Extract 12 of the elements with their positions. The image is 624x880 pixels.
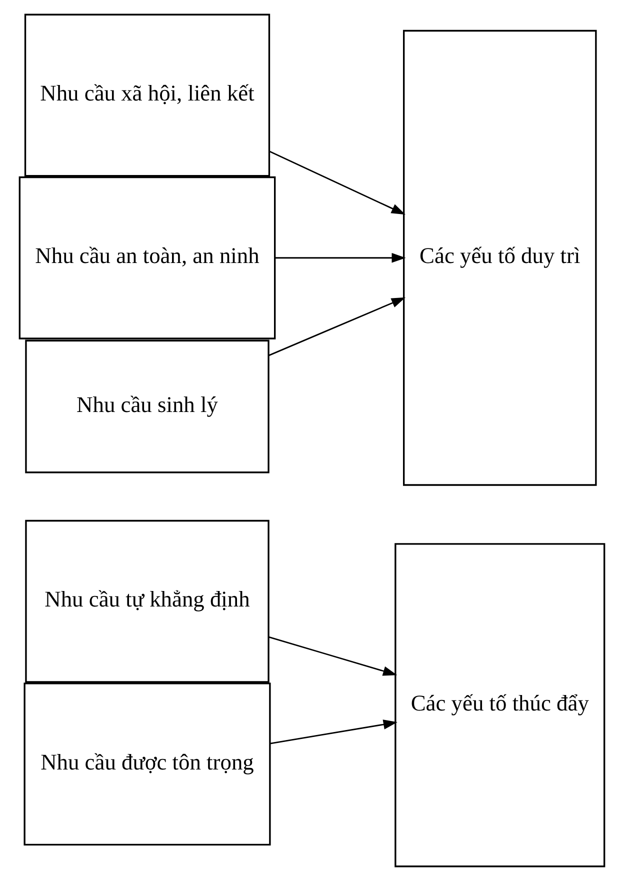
arrow <box>270 719 398 744</box>
node-box: Nhu cầu được tôn trọng <box>24 682 271 845</box>
node-box: Các yếu tố thúc đẩy <box>394 542 606 867</box>
arrow <box>269 150 406 214</box>
node-box: Các yếu tố duy trì <box>403 29 597 486</box>
node-box: Nhu cầu an toàn, an ninh <box>18 176 276 339</box>
arrow <box>268 636 398 676</box>
node-box: Nhu cầu tự khẳng định <box>25 519 270 682</box>
node-box: Nhu cầu xã hội, liên kết <box>24 13 270 176</box>
arrow <box>274 252 406 262</box>
node-box: Nhu cầu sinh lý <box>25 339 270 473</box>
arrow <box>268 296 406 356</box>
